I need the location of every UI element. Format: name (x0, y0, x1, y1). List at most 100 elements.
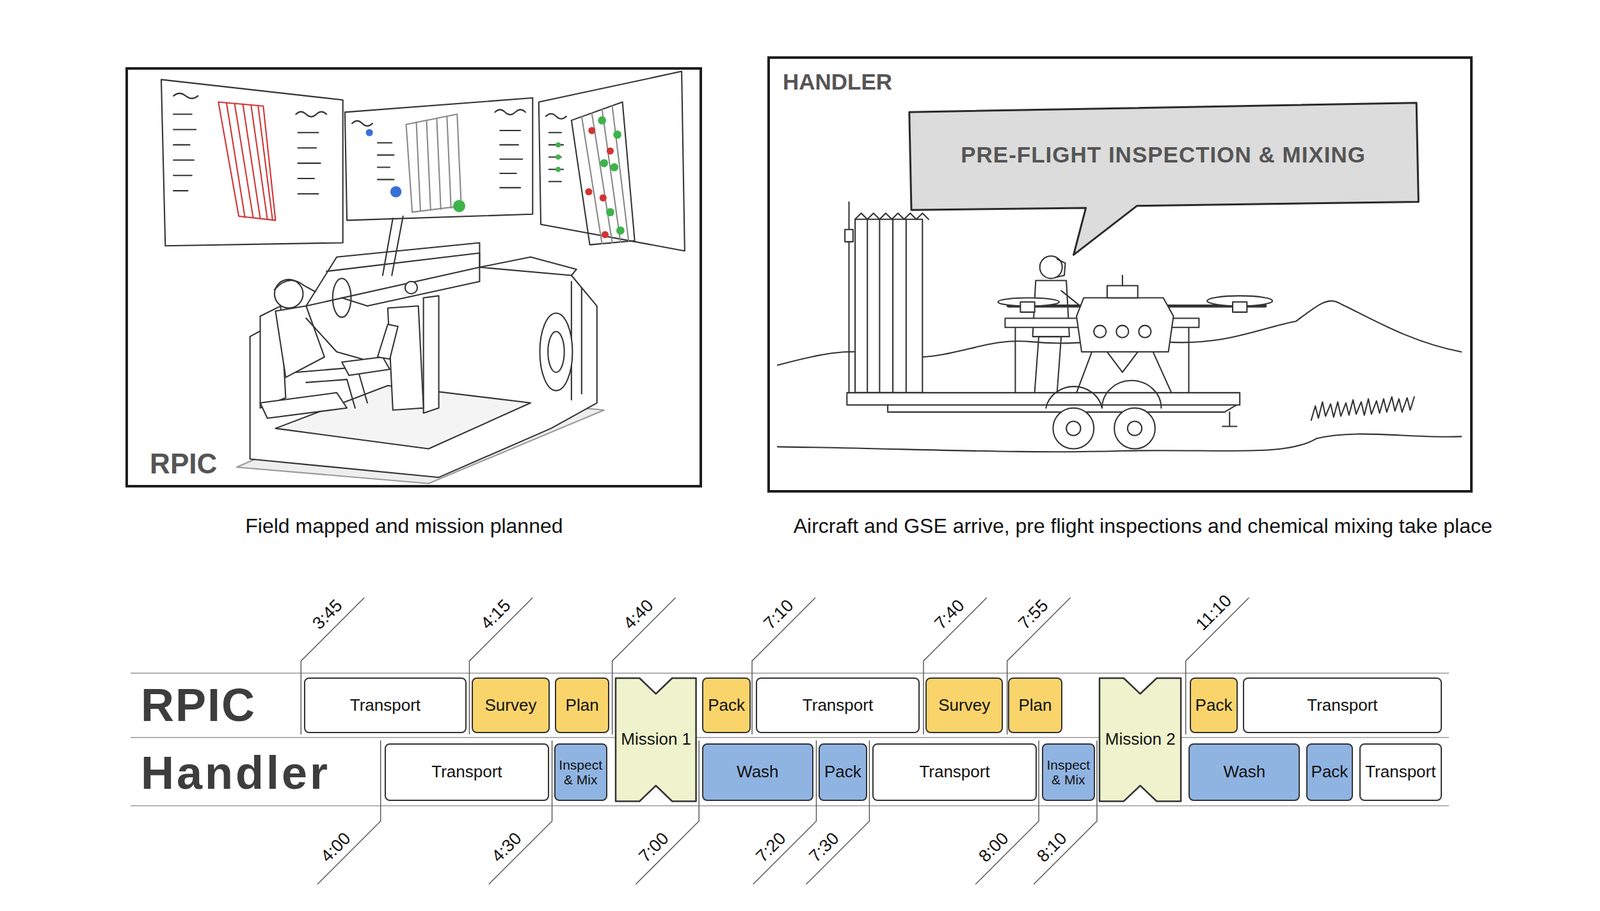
spray-drone (997, 275, 1273, 393)
background-drawing (130, 71, 1462, 886)
vehicle-cutaway (341, 357, 390, 376)
task-label: Survey (938, 696, 991, 716)
trailer (1052, 408, 1094, 450)
task-label: Inspect & Mix (1045, 757, 1092, 788)
task-label: Transport (350, 696, 421, 716)
time-label: 4:30 (488, 829, 526, 867)
vehicle-cutaway (326, 252, 480, 306)
mission-whiteboard (616, 226, 625, 235)
timeline-grid (130, 673, 1449, 806)
trailer (1066, 421, 1081, 436)
task-box: Wash (1188, 743, 1300, 801)
mission-whiteboard (545, 113, 567, 120)
handler-figure (1055, 259, 1066, 278)
mission-whiteboard (295, 112, 327, 118)
mission-whiteboard (600, 159, 609, 168)
vehicle-cutaway (423, 295, 440, 413)
task-box: Transport (304, 677, 467, 735)
task-box: Transport (1242, 677, 1442, 735)
mission-whiteboard (601, 231, 609, 239)
vehicle-cutaway (547, 331, 565, 373)
mission-whiteboard (588, 127, 596, 135)
time-label: 7:20 (752, 829, 790, 867)
task-box: Pack (1306, 743, 1353, 801)
bubble-outline (909, 103, 1419, 256)
vehicle-cutaway (305, 318, 363, 360)
mission-whiteboard (226, 103, 273, 220)
vehicle-cutaway (250, 267, 598, 478)
task-box: Wash (702, 743, 814, 801)
time-label: 4:15 (477, 596, 515, 634)
task-label: Pack (824, 762, 862, 783)
task-box: Pack (1189, 677, 1238, 735)
task-label: Transport (1306, 696, 1378, 716)
mission-whiteboard (406, 114, 462, 213)
trailer (855, 219, 923, 393)
time-label: 7:30 (805, 829, 843, 867)
task-label: Transport (431, 762, 502, 783)
mission-whiteboard (571, 101, 635, 245)
task-box: Inspect & Mix (1041, 743, 1096, 801)
mission-whiteboard (344, 97, 533, 221)
panel-caption: Aircraft and GSE arrive, pre flight insp… (793, 515, 1493, 538)
bubble-outline (906, 99, 1421, 258)
mission-whiteboard (218, 101, 276, 221)
mission-whiteboard (555, 167, 561, 173)
vehicle-cutaway (275, 305, 325, 378)
trailer (1114, 408, 1156, 450)
task-box: Inspect & Mix (554, 743, 608, 801)
spray-drone (1093, 325, 1106, 338)
time-label: 8:00 (975, 829, 1013, 867)
illustration-panel: HANDLER PRE-FLIGHT INSPECTION & MIXING (767, 56, 1473, 493)
time-tick (1033, 741, 1097, 886)
panel-label: HANDLER (782, 70, 1458, 95)
vehicle-cutaway (382, 216, 404, 276)
task-label: Plan (565, 696, 600, 716)
spray-drone (1107, 285, 1138, 298)
vehicle-cutaway (274, 280, 316, 292)
task-label: Transport (1365, 762, 1436, 783)
task-label: Pack (1311, 762, 1349, 783)
task-box: Transport (384, 743, 550, 801)
mission-whiteboard (606, 208, 615, 217)
task-box: Survey (925, 677, 1003, 735)
mission-whiteboard (390, 186, 402, 198)
mission-whiteboard (499, 130, 523, 188)
time-label: 11:10 (1192, 592, 1236, 635)
time-tick (806, 741, 870, 886)
mission-whiteboard (606, 147, 614, 155)
time-label: 7:00 (635, 829, 673, 867)
time-label: 7:55 (1015, 596, 1053, 634)
task-label: Inspect & Mix (558, 757, 604, 788)
mission-whiteboard (609, 163, 619, 172)
spray-drone (1076, 298, 1174, 353)
task-label: Transport (802, 696, 873, 716)
time-tick (300, 597, 1249, 885)
mission-box: Mission 2 (1098, 677, 1182, 803)
mission-whiteboard (344, 97, 533, 221)
trailer (844, 229, 854, 242)
trailer (1127, 421, 1142, 436)
spray-drone (1121, 275, 1124, 286)
rpic-illustration (161, 71, 685, 484)
spray-drone (1232, 302, 1247, 313)
mission-whiteboard (584, 188, 592, 196)
spray-drone (1076, 352, 1172, 393)
mission-whiteboard (352, 120, 373, 127)
mission-whiteboard (555, 142, 561, 148)
trailer (846, 392, 1240, 406)
timeline-grid (130, 673, 1449, 806)
trailer (1222, 412, 1237, 427)
task-label: Survey (485, 696, 537, 716)
time-label: 7:10 (759, 596, 797, 634)
speech-bubble: PRE-FLIGHT INSPECTION & MIXING (906, 99, 1421, 258)
spray-drone (1138, 325, 1151, 338)
trailer (1045, 380, 1161, 409)
mission-whiteboard (453, 200, 466, 213)
trailer (855, 213, 929, 220)
vehicle-cutaway (377, 324, 399, 360)
panel-label: RPIC (149, 449, 700, 479)
mission-whiteboard (161, 79, 344, 246)
vehicle-cutaway (405, 281, 418, 294)
